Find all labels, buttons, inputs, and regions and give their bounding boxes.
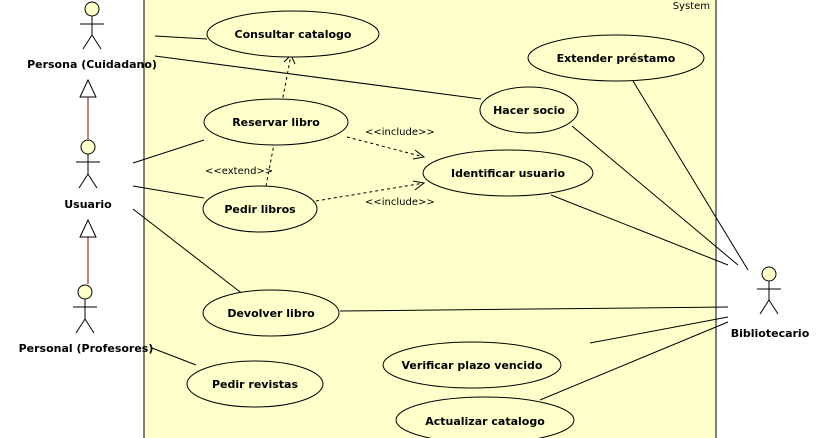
use-case-label: Consultar catalogo	[235, 28, 352, 41]
assoc-biblio-devolver	[339, 306, 729, 312]
dep-include-reservar-arrowhead	[412, 149, 426, 160]
stereo-include-reservar: <<include>>	[365, 127, 435, 138]
use-case-extender-prestamo[interactable]: Extender préstamo	[527, 34, 705, 82]
stereo-include-pedir: <<include>>	[365, 197, 435, 208]
associations	[132, 35, 749, 401]
use-case-label: Reservar libro	[232, 116, 320, 129]
use-case-pedir-revistas[interactable]: Pedir revistas	[186, 360, 324, 408]
gen-arrowhead-usuario	[79, 218, 97, 238]
assoc-biblio-extender	[632, 80, 749, 271]
use-case-label: Verificar plazo vencido	[402, 359, 543, 372]
actor-head	[80, 139, 96, 155]
actor-head	[77, 284, 93, 300]
actor-label-bibliotecario: Bibliotecario	[731, 327, 810, 340]
actor-persona[interactable]	[80, 1, 104, 50]
actor-label-persona: Persona (Cuidadano)	[27, 58, 157, 71]
actor-leg-left	[78, 173, 89, 189]
use-case-label: Extender préstamo	[557, 52, 676, 65]
actor-head	[761, 266, 777, 282]
actor-label-personal: Personal (Profesores)	[19, 342, 154, 355]
assoc-biblio-verificar	[589, 316, 729, 344]
actor-leg-right	[87, 173, 98, 189]
use-case-identificar-usuario[interactable]: Identificar usuario	[422, 149, 594, 197]
use-case-label: Actualizar catalogo	[425, 415, 545, 428]
actor-label-usuario: Usuario	[64, 198, 112, 211]
dep-include-pedir-line	[315, 182, 425, 202]
use-case-label: Pedir revistas	[212, 378, 298, 391]
assoc-biblio-actualizar	[539, 321, 729, 401]
dep-include-reservar-line	[346, 136, 425, 158]
assoc-usuario-reservar	[132, 139, 205, 164]
system-label: System	[673, 1, 710, 12]
use-case-pedir-libros[interactable]: Pedir libros	[202, 185, 318, 233]
use-case-hacer-socio[interactable]: Hacer socio	[479, 86, 579, 134]
use-case-devolver-libro[interactable]: Devolver libro	[202, 289, 340, 337]
assoc-usuario-devolver	[132, 208, 245, 296]
use-case-reservar-libro[interactable]: Reservar libro	[203, 98, 349, 146]
use-case-label: Identificar usuario	[451, 167, 565, 180]
assoc-personal-pedir-revistas	[151, 347, 197, 366]
actor-leg-left	[82, 34, 93, 50]
actor-usuario[interactable]	[76, 139, 100, 189]
use-case-consultar-catalogo[interactable]: Consultar catalogo	[206, 10, 380, 58]
actor-bibliotecario[interactable]	[757, 266, 781, 315]
use-case-label: Devolver libro	[227, 307, 315, 320]
actor-leg-right	[768, 299, 779, 315]
use-case-verificar-plazo[interactable]: Verificar plazo vencido	[382, 341, 562, 389]
assoc-usuario-pedir-libros	[132, 185, 205, 199]
gen-arrowhead-persona	[79, 78, 97, 98]
actor-leg-right	[84, 318, 95, 334]
stereo-extend: <<extend>>	[205, 166, 273, 177]
use-case-actualizar-catalogo[interactable]: Actualizar catalogo	[395, 396, 575, 438]
assoc-biblio-identificar	[550, 194, 729, 266]
assoc-persona-consultar	[154, 35, 208, 40]
use-case-label: Pedir libros	[224, 203, 296, 216]
assoc-biblio-hacer-socio	[571, 125, 739, 266]
dep-include-pedir-arrowhead	[412, 180, 426, 191]
actor-personal[interactable]	[73, 284, 97, 334]
assoc-persona-hacer-socio	[154, 55, 482, 100]
actor-head	[84, 1, 100, 17]
use-case-label: Hacer socio	[493, 104, 565, 117]
actor-leg-left	[759, 299, 770, 315]
actor-leg-right	[91, 34, 102, 50]
actor-leg-left	[75, 318, 86, 334]
